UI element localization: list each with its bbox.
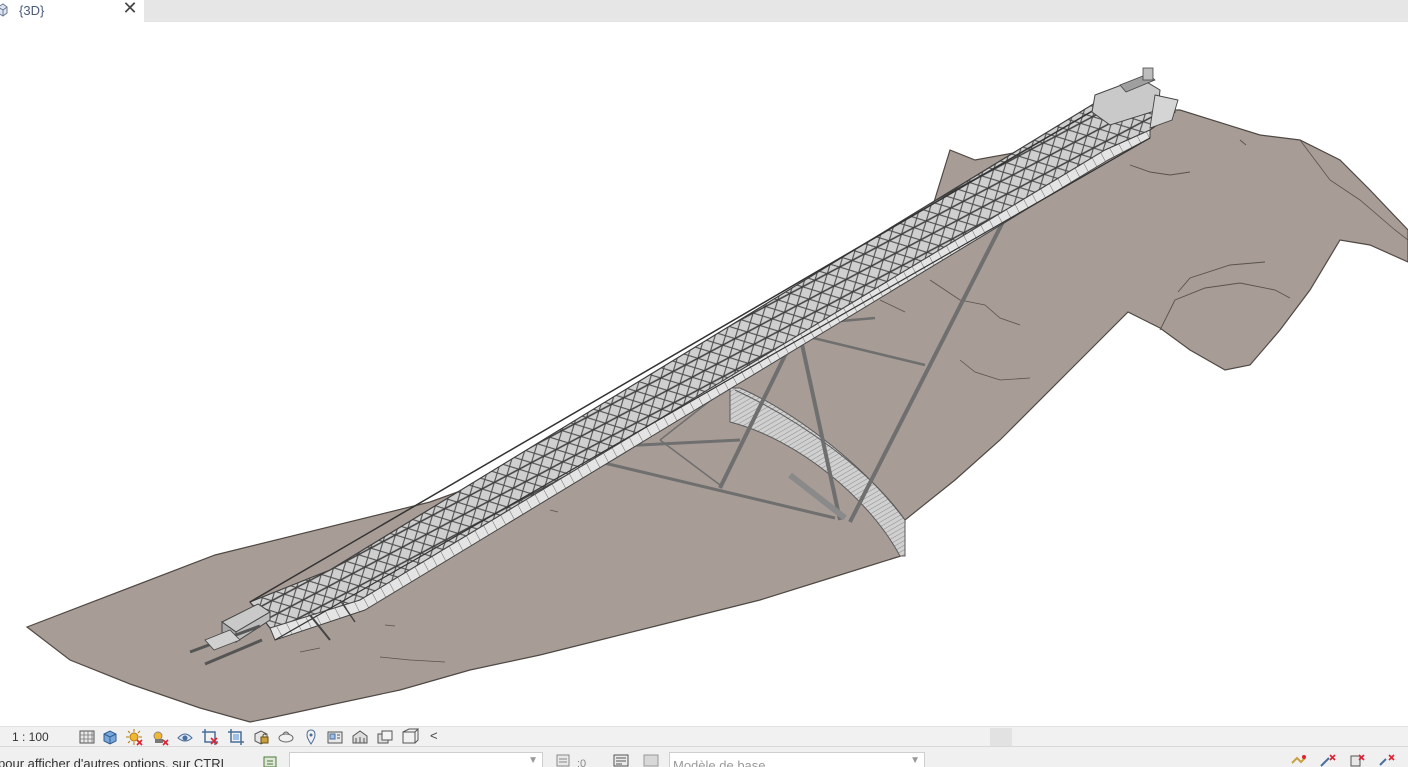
horizontal-scrollbar-thumb[interactable]: [990, 728, 1012, 746]
view-control-bar: 1 : 100: [0, 726, 1408, 746]
reveal-hidden-elements-icon[interactable]: [302, 728, 320, 746]
render-icon[interactable]: [176, 728, 194, 746]
view-scale[interactable]: 1 : 100: [12, 730, 49, 744]
unlock-3d-view-icon[interactable]: [252, 728, 270, 746]
editable-only-icon[interactable]: [262, 753, 280, 767]
selection-filter-icon[interactable]: [555, 753, 573, 767]
chevron-down-icon: ▼: [910, 755, 920, 766]
status-bar: pour afficher d'autres options, sur CTRL…: [0, 746, 1408, 767]
tab-label: {3D}: [19, 3, 45, 18]
design-option-value: Modèle de base: [673, 758, 766, 767]
model-canvas[interactable]: [0, 22, 1408, 726]
view-tab-strip: {3D} ✕: [0, 0, 1408, 22]
tab-3d-view[interactable]: {3D} ✕: [0, 0, 144, 22]
visual-style-icon[interactable]: [101, 728, 119, 746]
workset-combo[interactable]: ▼: [289, 752, 543, 767]
tail-station[interactable]: [189, 603, 271, 666]
temporary-hide-isolate-icon[interactable]: [277, 728, 295, 746]
analytical-model-icon[interactable]: [401, 728, 419, 746]
detail-level-icon[interactable]: [78, 728, 96, 746]
retaining-wall[interactable]: [729, 387, 906, 557]
design-options-icon[interactable]: [612, 753, 630, 767]
temporary-view-properties-icon[interactable]: [326, 728, 344, 746]
design-option-combo[interactable]: Modèle de base ▼: [669, 752, 925, 767]
select-underlay-icon[interactable]: [1319, 753, 1337, 767]
3d-viewport[interactable]: [0, 22, 1408, 726]
select-pinned-icon[interactable]: [1348, 753, 1366, 767]
close-icon[interactable]: ✕: [122, 0, 138, 19]
collapse-toolbar-icon[interactable]: <: [430, 728, 438, 743]
worksharing-display-icon[interactable]: [351, 728, 369, 746]
show-crop-region-icon[interactable]: [227, 728, 245, 746]
head-station-building[interactable]: [1091, 67, 1179, 129]
main-model-icon[interactable]: [642, 753, 660, 767]
crop-view-icon[interactable]: [201, 728, 219, 746]
chevron-down-icon: ▼: [528, 755, 538, 766]
filter-icon[interactable]: [1378, 753, 1396, 767]
support-struts[interactable]: [599, 211, 1010, 523]
status-hint-text: pour afficher d'autres options, sur CTRL: [0, 756, 228, 767]
3d-view-icon: [0, 3, 8, 17]
sun-path-icon[interactable]: [125, 728, 143, 746]
highlight-displacement-icon[interactable]: [376, 728, 394, 746]
select-links-icon[interactable]: [1289, 753, 1307, 767]
conveyor-gallery[interactable]: [249, 91, 1177, 641]
selection-count: :0: [577, 758, 587, 767]
shadows-icon[interactable]: [151, 728, 169, 746]
